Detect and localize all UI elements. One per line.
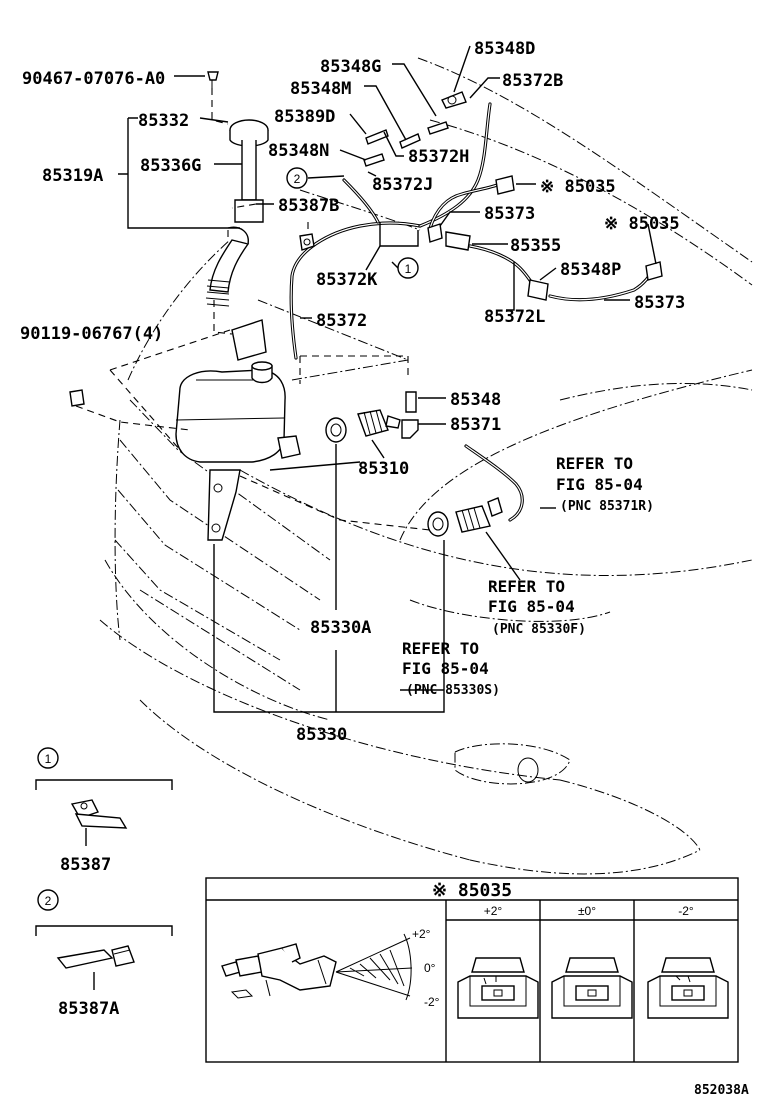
vehicle-body-outline [99,57,753,875]
refer-1-line2: FIG 85-04 [556,475,643,494]
nozzle-view-plus2 [457,957,539,1019]
table-col-zero: ±0° [578,904,596,918]
angle-label-plus2: +2° [412,927,431,941]
callout-2-upper: 2 [294,172,301,186]
label-85332: 85332 [138,111,189,131]
label-85330a: 85330A [310,618,371,638]
table-title: ※ 85035 [432,880,512,901]
label-85387: 85387 [60,855,111,875]
label-85348p: 85348P [560,260,621,280]
refer-2-line2: FIG 85-04 [488,597,575,616]
label-85035-upper: ※ 85035 [540,177,616,197]
nozzle-view-minus2 [647,957,729,1019]
label-85372l: 85372L [484,307,545,327]
label-85330: 85330 [296,725,347,745]
label-85372h: 85372H [408,147,469,167]
label-85348: 85348 [450,390,501,410]
label-85372k: 85372K [316,270,378,290]
label-85310: 85310 [358,459,409,479]
figure-code: 852038A [694,1083,749,1098]
refer-notes: REFER TO FIG 85-04 (PNC 85371R) REFER TO… [402,454,654,698]
label-85348n: 85348N [268,141,329,161]
table-col-plus2: +2° [484,904,503,918]
label-85372: 85372 [316,311,367,331]
label-85336g: 85336G [140,156,201,176]
part-labels: 90467-07076-A0 85332 85319A 85336G 85348… [20,39,685,1019]
angle-label-zero: 0° [424,961,436,975]
refer-1-line1: REFER TO [556,454,633,473]
refer-3-line2: FIG 85-04 [402,659,489,678]
refer-1-line3: (PNC 85371R) [560,499,654,514]
label-85319a: 85319A [42,166,103,186]
refer-2-line3: (PNC 85330F) [492,622,586,637]
detail-2-clip [35,925,173,990]
callout-1-detail: 1 [45,752,52,766]
label-85373-lower: 85373 [634,293,685,313]
washer-tank-assembly [175,119,301,541]
washer-hoses [289,102,656,522]
refer-3-line1: REFER TO [402,639,479,658]
callout-2-detail: 2 [45,894,52,908]
label-85348d: 85348D [474,39,535,59]
nozzle-view-zero [551,957,633,1019]
angle-label-minus2: -2° [424,995,440,1009]
label-85387b: 85387B [278,196,339,216]
hose-connectors [69,71,663,537]
callout-1-upper: 1 [405,262,412,276]
label-85348m: 85348M [290,79,351,99]
leader-lines [75,45,657,713]
label-85387a: 85387A [58,999,119,1019]
label-85373-upper: 85373 [484,204,535,224]
label-85371: 85371 [450,415,501,435]
detail-1-clip [35,779,173,846]
label-85355: 85355 [510,236,561,256]
label-90119-06767: 90119-06767(4) [20,324,163,344]
refer-2-line1: REFER TO [488,577,565,596]
nozzle-angle-table: ※ 85035 +2° ±0° -2° +2° 0° -2° [205,877,739,1063]
label-85372b: 85372B [502,71,563,91]
label-85035-lower: ※ 85035 [604,214,680,234]
label-85372j: 85372J [372,175,433,195]
refer-3-line3: (PNC 85330S) [406,683,500,698]
label-85348g: 85348G [320,57,381,77]
label-90467-07076-a0: 90467-07076-A0 [22,69,165,89]
table-col-minus2: -2° [678,904,694,918]
label-85389d: 85389D [274,107,335,127]
callout-circles: 2 1 1 2 [37,167,419,911]
